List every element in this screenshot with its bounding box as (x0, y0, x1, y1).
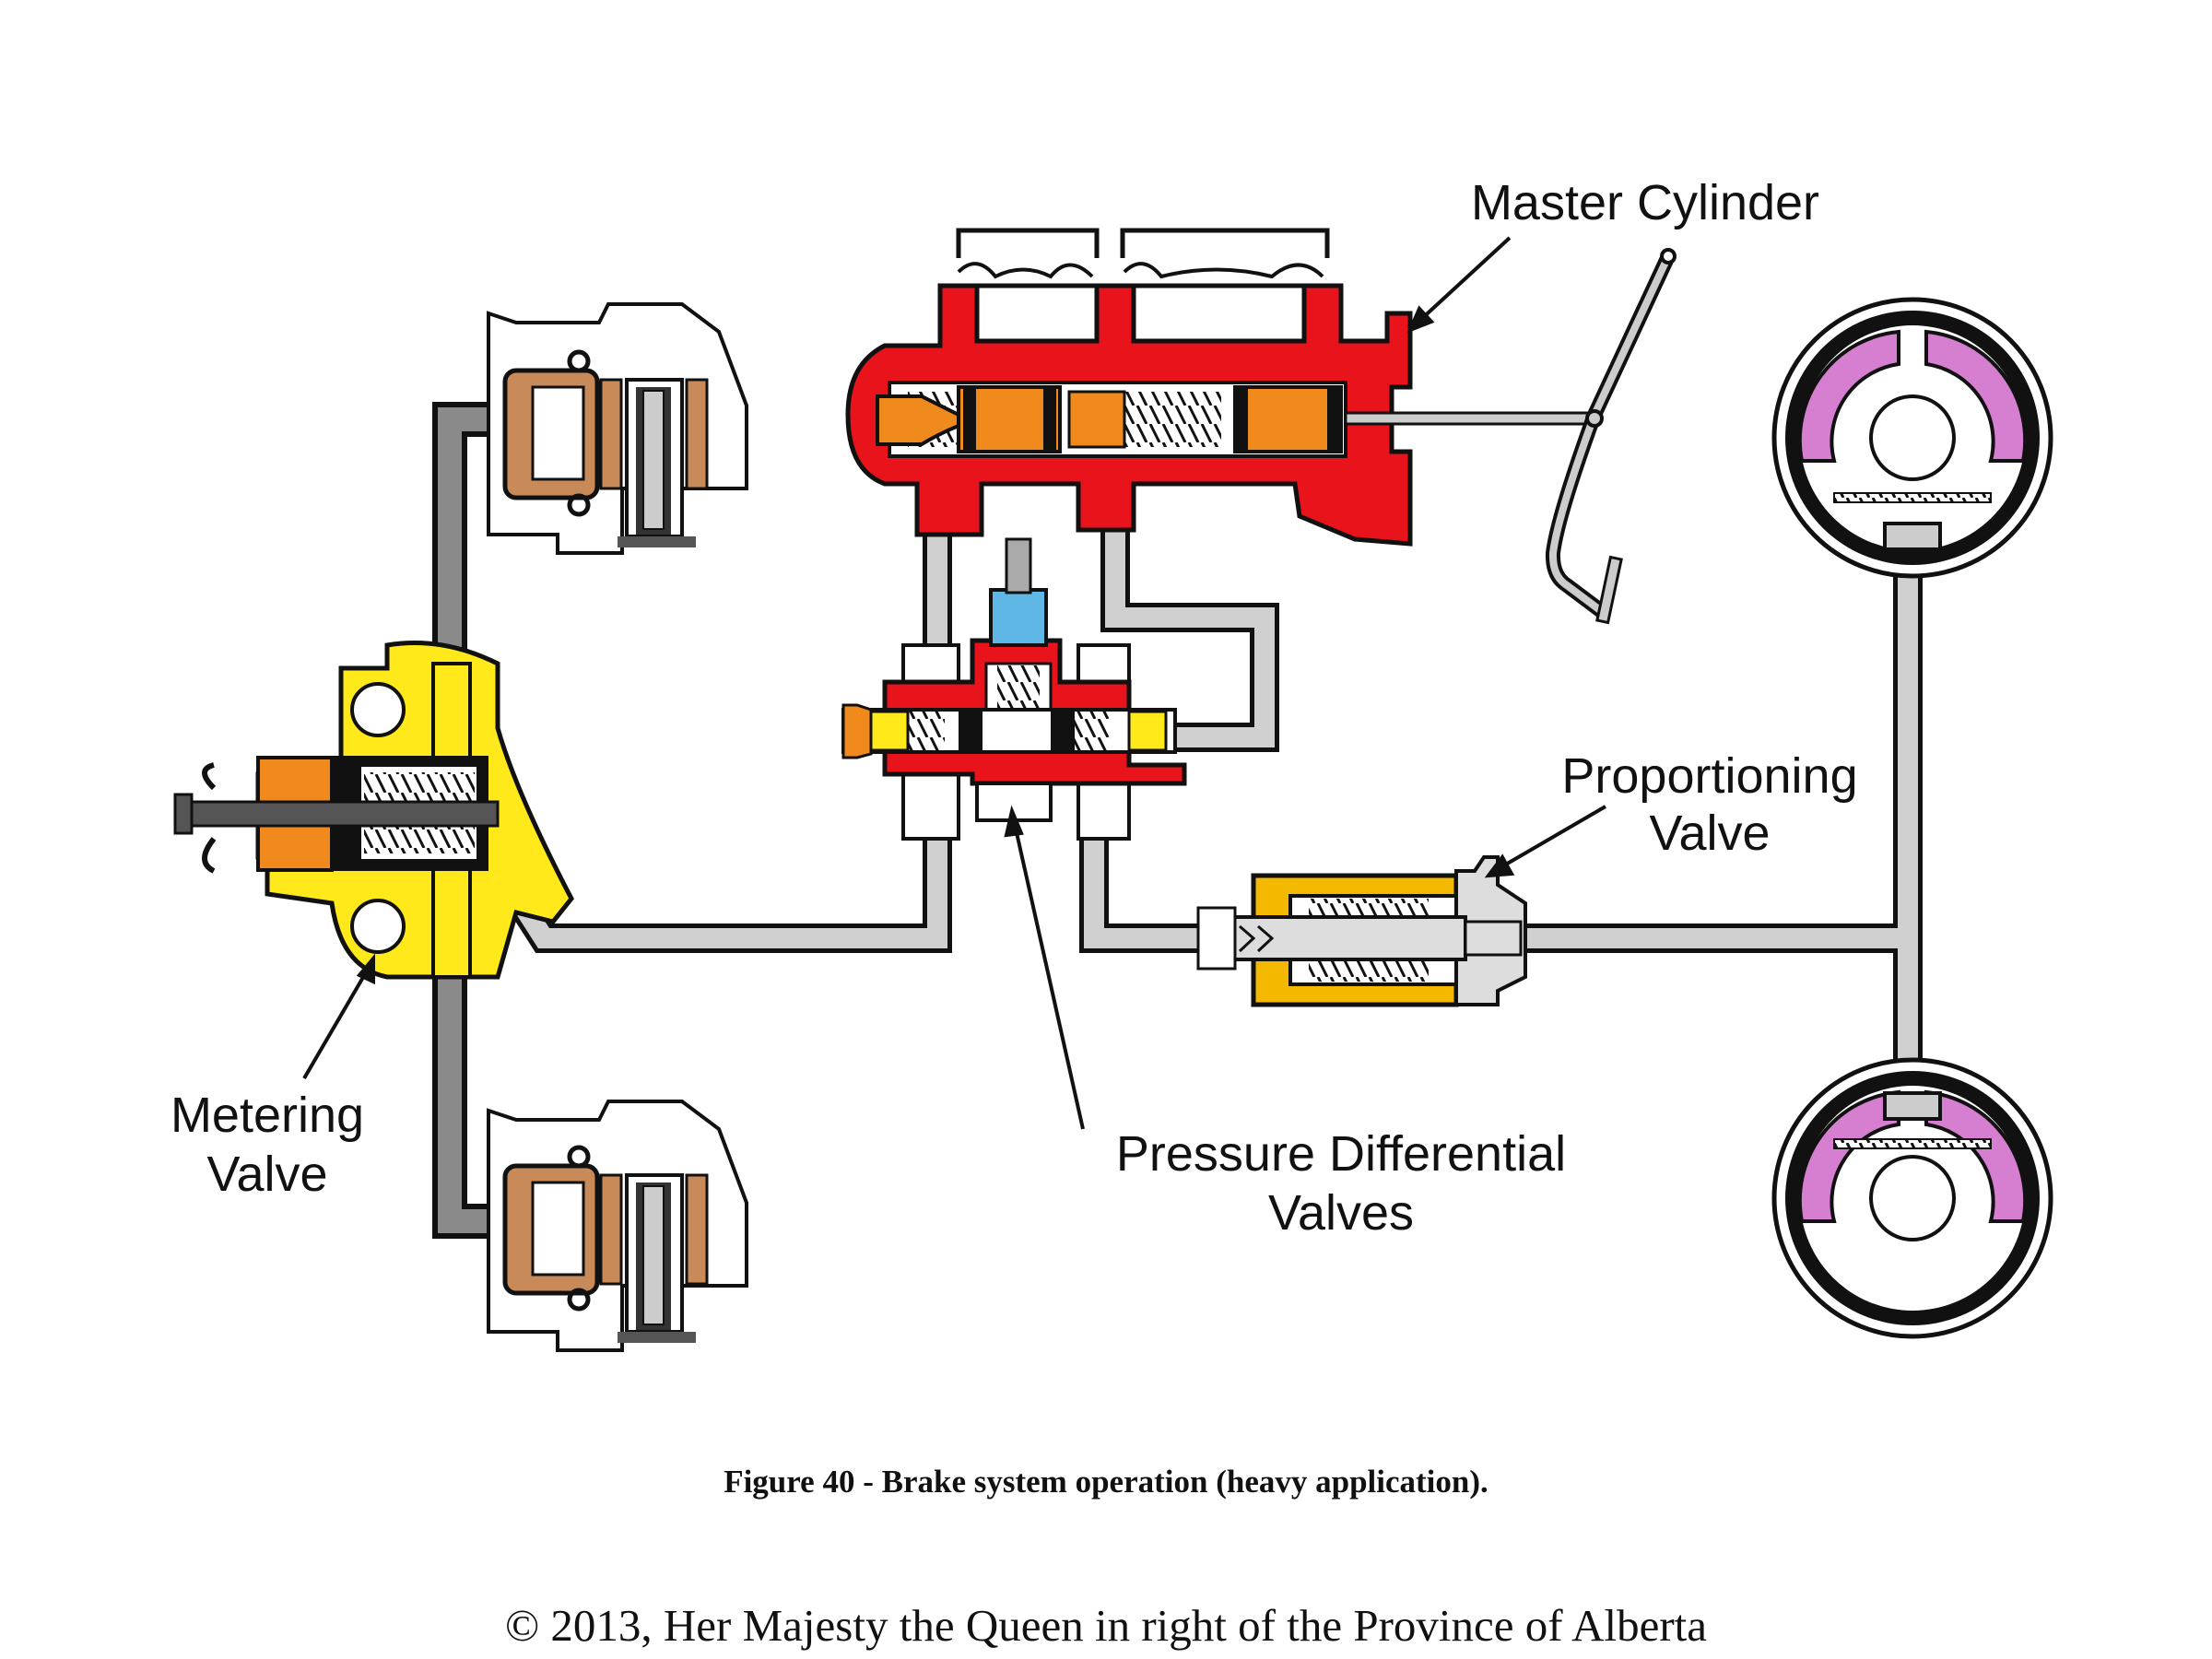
pressure-differential-label-line1: Pressure Differential (1116, 1126, 1566, 1182)
front-caliper-bottom (487, 1100, 748, 1352)
proportioning-valve-label-line1: Proportioning (1561, 748, 1857, 804)
rear-drum-brake-top (1771, 297, 2053, 579)
figure-caption: Figure 40 - Brake system operation (heav… (724, 1464, 1488, 1500)
master-cylinder-label: Master Cylinder (1471, 175, 1819, 230)
copyright-notice: © 2013, Her Majesty the Queen in right o… (504, 1600, 1708, 1651)
leader-lines (302, 236, 1607, 1130)
pressure-differential-valve (841, 537, 1187, 841)
front-caliper-top (487, 302, 748, 555)
metering-valve (173, 641, 574, 980)
pressure-differential-label-line2: Valves (1268, 1185, 1414, 1241)
metering-valve-label-line1: Metering (171, 1088, 364, 1143)
metering-valve-label-line2: Valve (206, 1147, 327, 1202)
proportioning-valve (1196, 855, 1527, 1007)
master-cylinder (845, 228, 1596, 547)
proportioning-valve-label-line2: Valve (1649, 806, 1770, 861)
brake-pedal (1545, 248, 1677, 625)
rear-drum-brake-bottom (1771, 1057, 2053, 1339)
